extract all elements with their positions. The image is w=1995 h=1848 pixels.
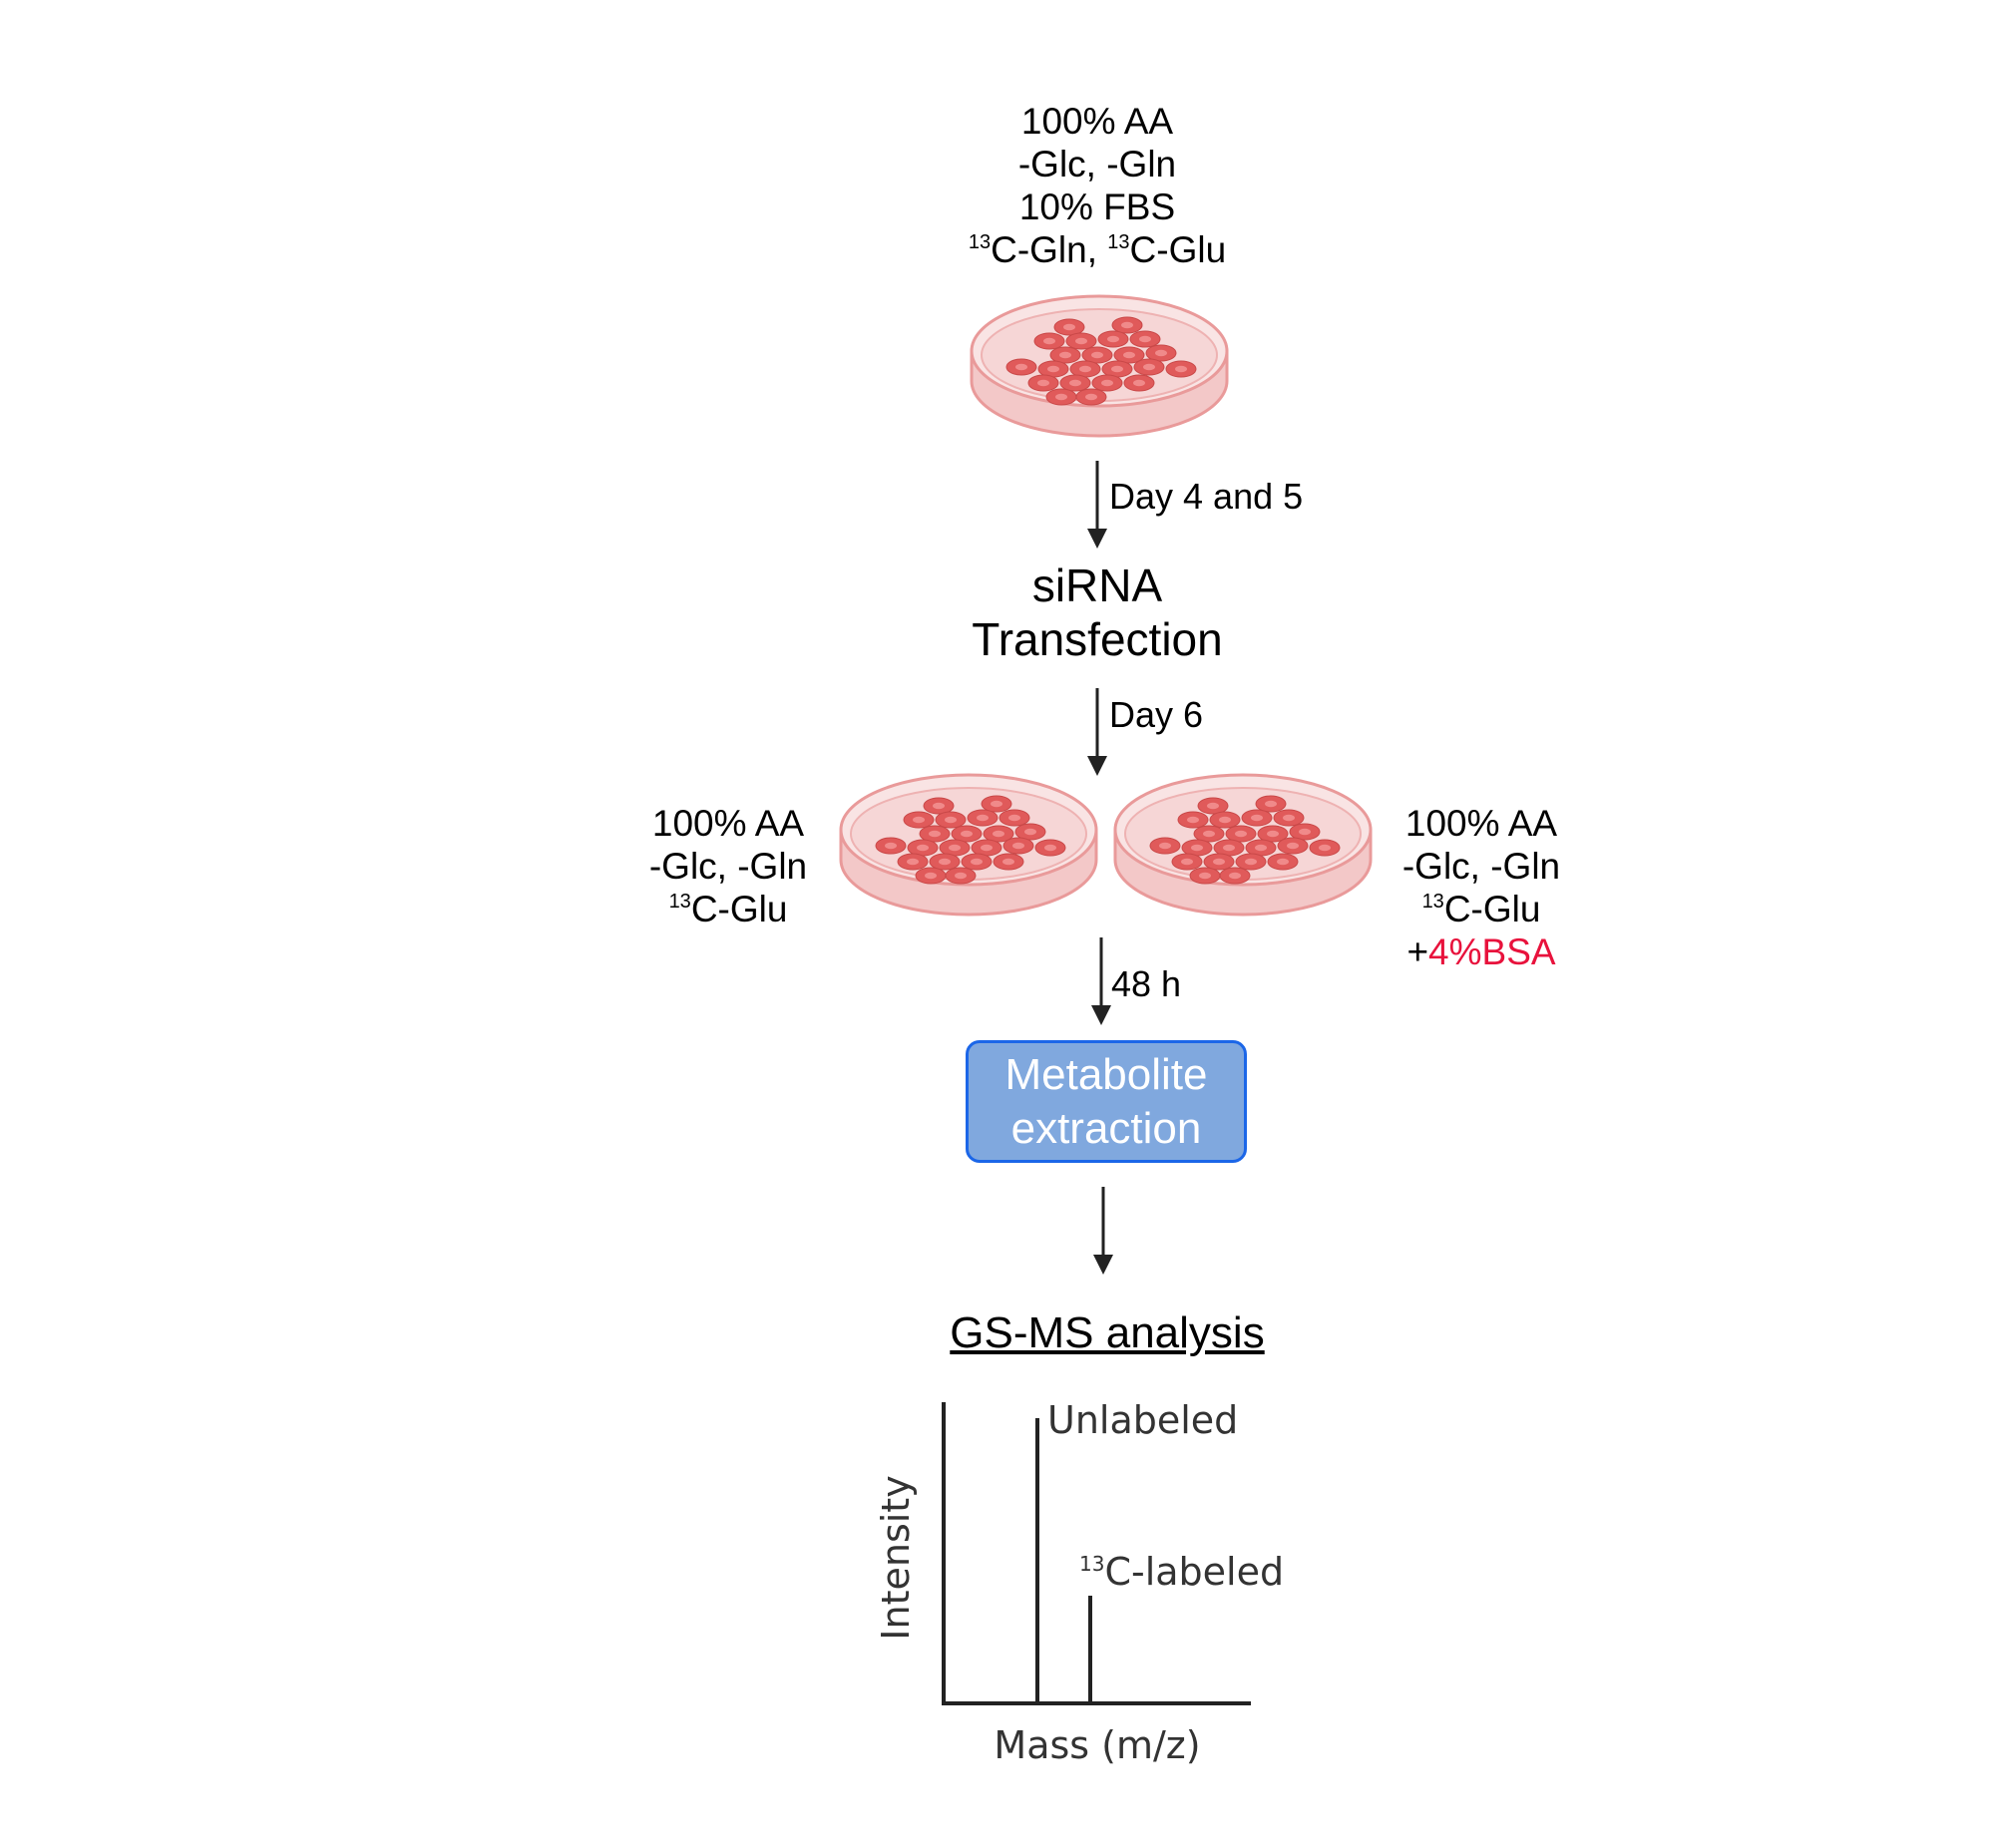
transfection-line2: Transfection bbox=[972, 613, 1223, 665]
box-line1: Metabolite bbox=[1004, 1049, 1208, 1099]
left-condition-line3: 13C-Glu bbox=[608, 888, 848, 930]
label-glu: C-Glu bbox=[690, 889, 788, 929]
right-condition-line3: 13C-Glu bbox=[1362, 888, 1601, 930]
superscript: 13 bbox=[1421, 891, 1444, 913]
right-petri-dish bbox=[1113, 773, 1373, 917]
left-condition-line2: -Glc, -Gln bbox=[648, 846, 808, 887]
arrow-to-analysis bbox=[1093, 1187, 1113, 1275]
superscript: 13 bbox=[968, 231, 992, 253]
peak-label-13c-labeled: 13C-labeled bbox=[1079, 1550, 1284, 1594]
label-glu: C-Glu bbox=[1129, 229, 1227, 270]
transfection-line1: siRNA bbox=[1031, 559, 1163, 611]
box-line2: extraction bbox=[1010, 1103, 1202, 1153]
superscript: 13 bbox=[1107, 231, 1130, 253]
arrow-48h bbox=[1091, 937, 1111, 1025]
left-petri-dish bbox=[839, 773, 1098, 917]
plus-sign: + bbox=[1406, 931, 1429, 972]
top-condition-line1: 100% AA bbox=[1020, 101, 1174, 142]
right-condition-line2: -Glc, -Gln bbox=[1401, 846, 1561, 887]
label-text: C-labeled bbox=[1104, 1550, 1285, 1594]
superscript: 13 bbox=[668, 891, 691, 913]
arrow-day-4-5 bbox=[1087, 461, 1107, 549]
left-condition-line1: 100% AA bbox=[651, 803, 805, 844]
peak-label-unlabeled: Unlabeled bbox=[1047, 1398, 1239, 1442]
top-condition-line4: 13C-Gln, 13C-Glu bbox=[898, 228, 1297, 271]
ms-plot bbox=[942, 1402, 1251, 1705]
top-condition-line3: 10% FBS bbox=[1018, 186, 1176, 227]
label-gln: C-Gln, bbox=[991, 229, 1108, 270]
arrow-day-6 bbox=[1087, 688, 1107, 776]
left-condition-label: 100% AA -Glc, -Gln 13C-Glu bbox=[608, 802, 848, 930]
right-condition-label: 100% AA -Glc, -Gln 13C-Glu +4%BSA bbox=[1362, 802, 1601, 973]
y-axis-label: Intensity bbox=[874, 1475, 918, 1641]
step-label-48h: 48 h bbox=[1111, 963, 1182, 1004]
top-condition-line2: -Glc, -Gln bbox=[1017, 144, 1177, 185]
transfection-label: siRNA Transfection bbox=[898, 558, 1297, 666]
step-label-day-6: Day 6 bbox=[1109, 694, 1204, 735]
label-glu: C-Glu bbox=[1443, 889, 1541, 929]
bsa-label: 4%BSA bbox=[1428, 931, 1556, 972]
superscript: 13 bbox=[1079, 1552, 1105, 1576]
x-axis-label: Mass (m/z) bbox=[994, 1723, 1201, 1767]
right-condition-line1: 100% AA bbox=[1404, 803, 1558, 844]
step-label-day-4-5: Day 4 and 5 bbox=[1109, 476, 1304, 517]
right-condition-line4: +4%BSA bbox=[1362, 930, 1601, 973]
metabolite-extraction-box: Metabolite extraction bbox=[966, 1040, 1247, 1163]
top-petri-dish bbox=[970, 294, 1229, 438]
top-condition-label: 100% AA -Glc, -Gln 10% FBS 13C-Gln, 13C-… bbox=[898, 100, 1297, 271]
analysis-title: GS-MS analysis bbox=[950, 1308, 1265, 1357]
